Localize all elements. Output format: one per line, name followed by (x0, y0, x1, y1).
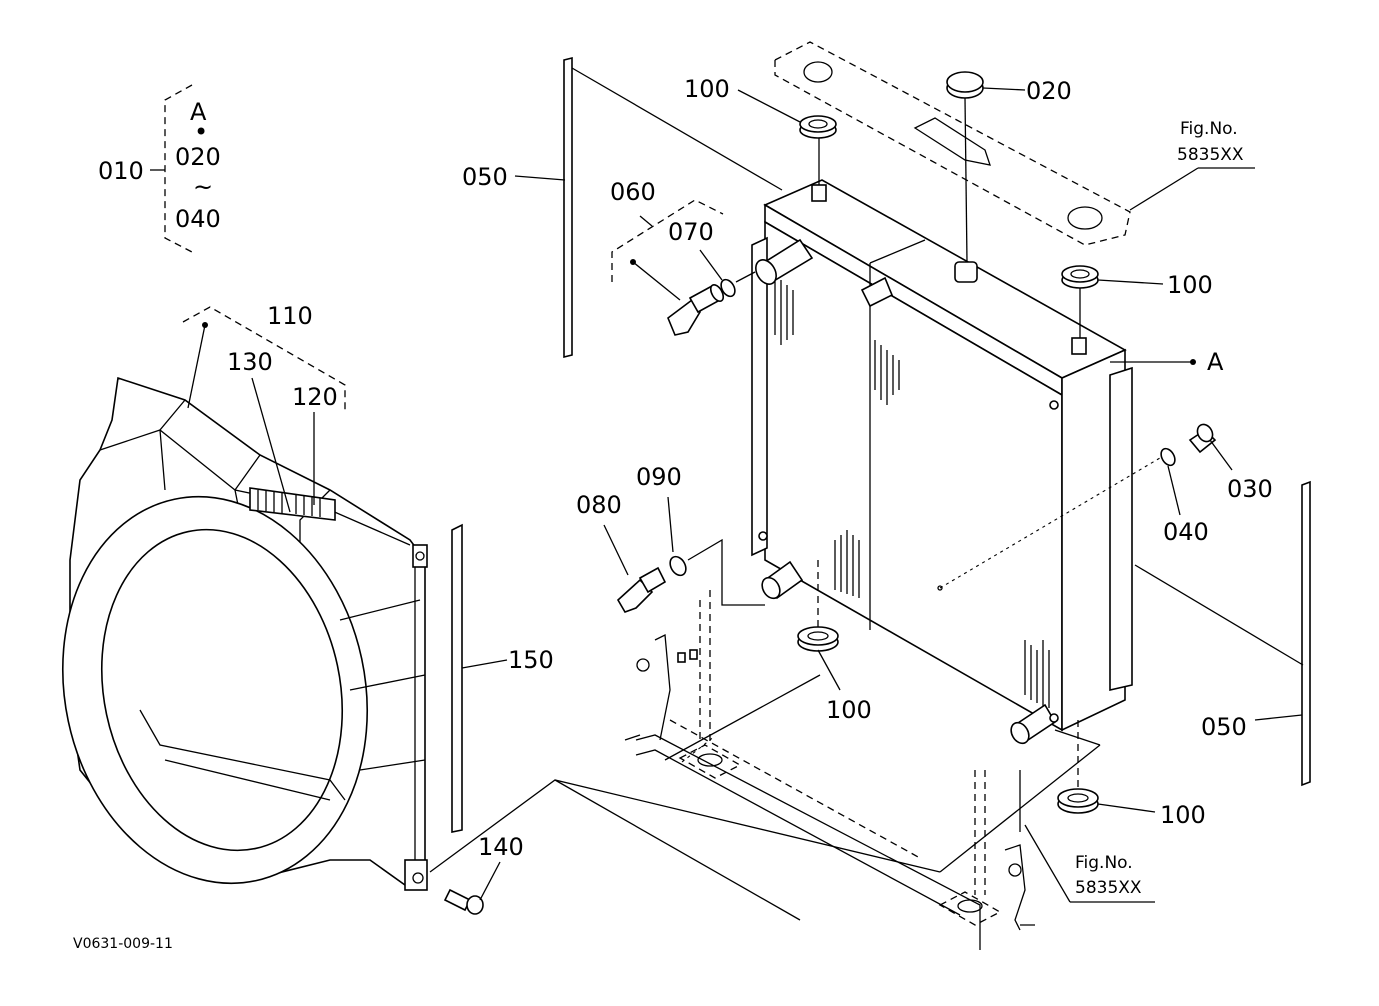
fig-ref-top-line2: 5835XX (1177, 145, 1244, 165)
lower-frame-drawing (624, 590, 1155, 950)
callout-ref-a: A (1207, 348, 1224, 376)
fig-ref-top-line1: Fig.No. (1180, 119, 1238, 139)
top-plate-drawing (774, 41, 1255, 246)
callout-120: 120 (292, 383, 338, 411)
cap-020-drawing (946, 71, 1026, 263)
group-item-tilde: ~ (193, 173, 213, 201)
group-item-dot: • (194, 118, 208, 146)
group-110-bracket (182, 306, 346, 513)
callout-050-left: 050 (462, 163, 508, 191)
grommet-100-bottom-right (1057, 720, 1156, 814)
callout-110: 110 (267, 302, 313, 330)
callout-140: 140 (478, 833, 524, 861)
radiator-drawing (751, 179, 1166, 745)
callout-100-top-right: 100 (1167, 271, 1213, 299)
bolt-140-drawing (429, 779, 941, 921)
grommet-100-top-right (1061, 265, 1164, 338)
elbow-fitting-080-drawing (603, 524, 667, 613)
callout-150: 150 (508, 646, 554, 674)
callout-130: 130 (227, 348, 273, 376)
o-ring-070-drawing (699, 249, 756, 298)
callout-030: 030 (1227, 475, 1273, 503)
group-060-bracket (611, 199, 724, 301)
washer-040-drawing (1160, 447, 1181, 516)
callout-100-bottom-right: 100 (1160, 801, 1206, 829)
callout-050-right: 050 (1201, 713, 1247, 741)
callout-100-top-left: 100 (684, 75, 730, 103)
callout-060: 060 (610, 178, 656, 206)
group-item-020: 020 (175, 143, 221, 171)
fig-ref-bottom-line2: 5835XX (1075, 878, 1142, 898)
elbow-fitting-060-drawing (667, 284, 725, 336)
grommet-100-bottom-left (797, 560, 841, 691)
fan-shroud-drawing (61, 376, 428, 891)
fig-ref-bottom-line1: Fig.No. (1075, 853, 1133, 873)
callout-020: 020 (1026, 77, 1072, 105)
group-item-040: 040 (175, 205, 221, 233)
group-item-a: A (190, 98, 207, 126)
seal-strip-150-drawing (451, 523, 508, 833)
seal-strip-050-right-drawing (1134, 480, 1311, 787)
callout-070: 070 (668, 218, 714, 246)
plug-030-drawing (1188, 423, 1233, 471)
callout-080: 080 (576, 491, 622, 519)
group-id-label: 010 (98, 157, 144, 185)
callout-100-bottom-left: 100 (826, 696, 872, 724)
group-010-bracket: 010 A • 020 ~ 040 (98, 84, 221, 253)
callout-040: 040 (1163, 518, 1209, 546)
grommet-100-top-left (737, 89, 837, 185)
ref-a-leader (1110, 359, 1196, 365)
seal-strip-050-left-drawing (514, 56, 783, 359)
callout-090: 090 (636, 463, 682, 491)
o-ring-090-drawing (667, 496, 765, 606)
document-code: V0631-009-11 (73, 936, 173, 952)
